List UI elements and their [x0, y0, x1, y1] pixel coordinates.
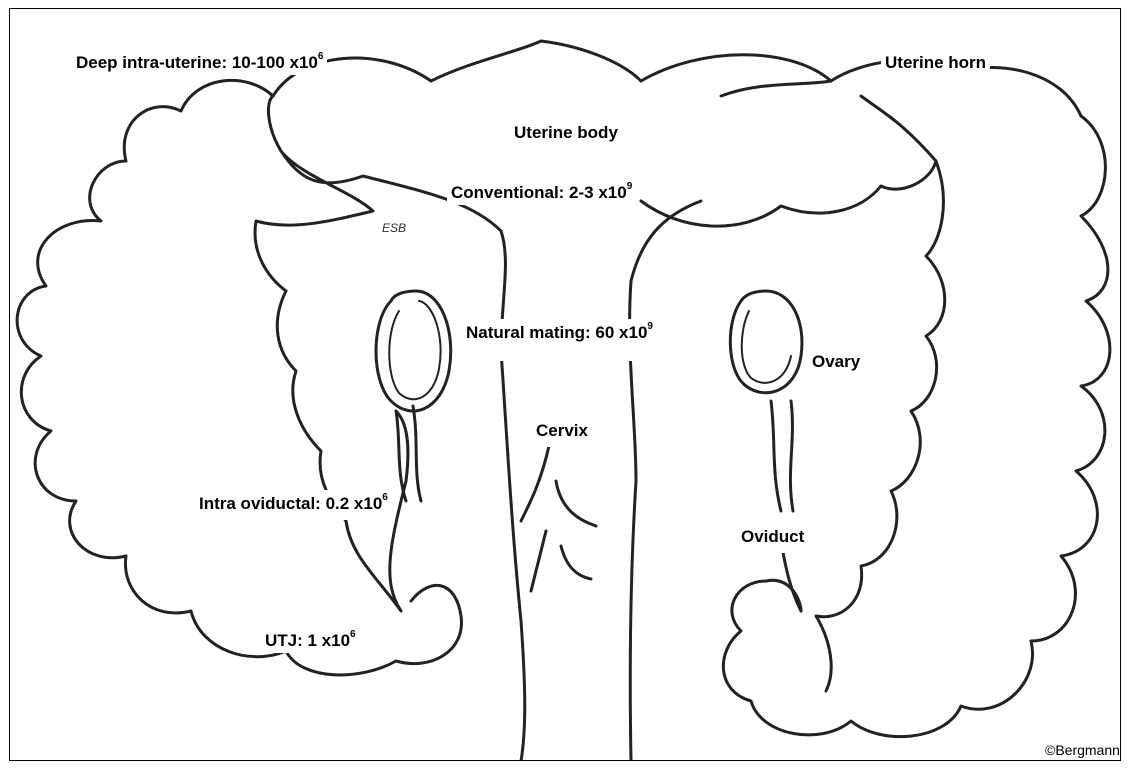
label-natural-text: Natural mating: 60 x10 [466, 323, 647, 342]
copyright-notice: ©Bergmann [1045, 742, 1120, 758]
uterine-body [363, 41, 701, 761]
label-oviduct: Oviduct [733, 523, 812, 553]
label-intra-oviductal-text: Intra oviductal: 0.2 x10 [199, 494, 382, 513]
left-horn-inner [255, 96, 408, 611]
label-natural-mating: Natural mating: 60 x109 [456, 319, 663, 361]
diagram-frame: Deep intra-uterine: 10-100 x106 Uterine … [9, 8, 1121, 761]
right-ovary-inner [742, 311, 791, 383]
label-deep-intra-uterine: Deep intra-uterine: 10-100 x106 [72, 51, 327, 75]
label-ovary: Ovary [806, 348, 870, 382]
label-uterine-horn: Uterine horn [881, 51, 990, 75]
label-uterine-body: Uterine body [510, 121, 622, 145]
cervical-folds [521, 446, 596, 591]
label-utj-text: UTJ: 1 x10 [265, 631, 350, 650]
label-utj-exponent: 6 [350, 629, 356, 640]
left-ovary [376, 291, 451, 411]
label-natural-exponent: 9 [647, 321, 653, 332]
label-utj: UTJ: 1 x106 [261, 629, 360, 653]
label-intra-oviductal-exponent: 6 [382, 492, 388, 503]
right-horn-inner [641, 81, 945, 691]
artist-signature: ESB [382, 222, 406, 236]
label-deep-exponent: 6 [318, 51, 324, 62]
left-ovary-inner [389, 301, 440, 399]
label-intra-oviductal: Intra oviductal: 0.2 x106 [193, 490, 394, 520]
label-conventional: Conventional: 2-3 x109 [447, 181, 636, 205]
label-cervix: Cervix [522, 415, 602, 447]
label-deep-text: Deep intra-uterine: 10-100 x10 [76, 53, 318, 72]
label-conventional-text: Conventional: 2-3 x10 [451, 183, 627, 202]
left-horn-outline [17, 58, 461, 675]
label-conventional-exponent: 9 [627, 181, 633, 192]
right-horn-outline [641, 55, 1110, 737]
